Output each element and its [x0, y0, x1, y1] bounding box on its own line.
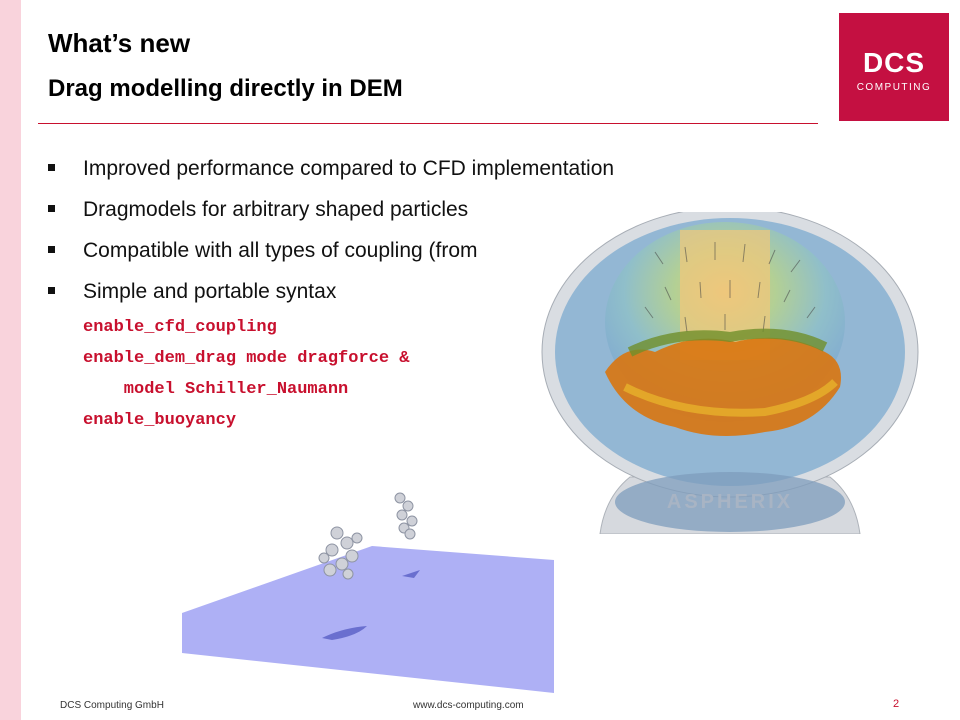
code-line: enable_dem_drag mode dragforce & [83, 349, 410, 368]
bullet-marker [48, 246, 55, 253]
globe-watermark: ASPHERIX [667, 491, 793, 513]
footer-company: DCS Computing GmbH [60, 700, 164, 711]
bullet-text: Compatible with all types of coupling (f… [83, 239, 478, 262]
code-line: model Schiller_Naumann [83, 380, 349, 399]
code-line: enable_buoyancy [83, 411, 237, 430]
particles-plane-image [182, 492, 554, 693]
bullet-item: Improved performance compared to CFD imp… [48, 157, 614, 198]
dcs-logo: DCS COMPUTING [839, 13, 949, 121]
bullet-marker [48, 164, 55, 171]
bullet-marker [48, 205, 55, 212]
bullet-list: Improved performance compared to CFD imp… [48, 157, 614, 321]
slide-title: What’s new [48, 28, 191, 58]
page-number: 2 [893, 698, 900, 710]
slide-subtitle: Drag modelling directly in DEM [48, 75, 403, 102]
bullet-marker [48, 287, 55, 294]
logo-text-main: DCS [862, 47, 926, 78]
bullet-text: Improved performance compared to CFD imp… [83, 157, 615, 180]
globe-simulation-image: ASPHERIX [541, 212, 919, 534]
footer-website[interactable]: www.dcs-computing.com [413, 700, 524, 711]
bullet-item: Simple and portable syntax [48, 280, 568, 321]
logo-text-sub: COMPUTING [856, 82, 932, 93]
bullet-text: Dragmodels for arbitrary shaped particle… [83, 198, 469, 221]
bullet-item: Compatible with all types of coupling (f… [48, 239, 568, 280]
code-block: enable_cfd_coupling enable_dem_drag mode… [83, 318, 409, 442]
title-divider [38, 123, 818, 124]
left-accent-bar [0, 0, 21, 720]
bullet-text: Simple and portable syntax [83, 280, 337, 303]
code-line: enable_cfd_coupling [83, 318, 277, 337]
bullet-item: Dragmodels for arbitrary shaped particle… [48, 198, 568, 239]
